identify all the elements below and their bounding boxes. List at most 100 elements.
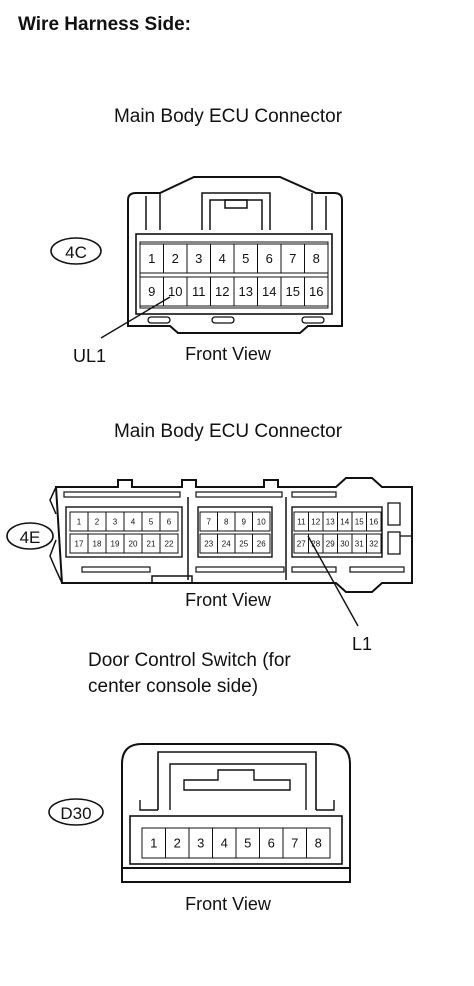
connector-4c-latch-tab xyxy=(224,199,248,209)
connector-4e-housing xyxy=(54,477,413,593)
connector-4c-housing xyxy=(127,176,343,334)
connector-4c-pin-number: 7 xyxy=(289,251,296,266)
connector-d30-pin-number: 3 xyxy=(197,836,204,851)
connector-4e-pin-number: 25 xyxy=(239,539,248,548)
connector-4c-pin-number: 14 xyxy=(262,284,276,299)
connector-4e-pin-number: 1 xyxy=(77,517,82,526)
connector-4e-pin-number: 8 xyxy=(224,517,229,526)
connector-4e-pin-number: 22 xyxy=(165,539,174,548)
connector-4e-pin-number: 10 xyxy=(257,517,266,526)
connector-4e-pin-number: 23 xyxy=(204,539,213,548)
connector-4e-pin-number: 27 xyxy=(297,539,306,548)
connector-4c-pin-number: 5 xyxy=(242,251,249,266)
connector-4e-pin-number: 29 xyxy=(326,539,335,548)
connector-d30-cavity-frame xyxy=(129,815,343,865)
connector-d30-code: D30 xyxy=(60,804,91,823)
connector-4c-cavity-frame xyxy=(135,233,333,315)
connector-4e-pin-number: 12 xyxy=(311,517,320,526)
connector-4e-pin-number: 15 xyxy=(355,517,364,526)
connector-4e-rail xyxy=(63,491,181,498)
connector-4e-pin-cell xyxy=(159,533,179,554)
connector-4e-pin-number: 28 xyxy=(311,539,320,548)
connector-4e-pin-number: 3 xyxy=(113,517,118,526)
connector-4e-pin-cell xyxy=(159,511,179,532)
connector-4e-title: Main Body ECU Connector xyxy=(114,421,343,442)
connector-4c-pin-number: 12 xyxy=(215,284,229,299)
connector-4c-slot xyxy=(301,316,325,324)
connector-4c-pin-number: 13 xyxy=(239,284,253,299)
connector-4e-left-notch xyxy=(49,486,63,584)
connector-4e-pin-number: 14 xyxy=(340,517,349,526)
connector-4c-title: Main Body ECU Connector xyxy=(114,106,343,127)
connector-4e-wire-label: L1 xyxy=(352,634,372,654)
connector-4e-bottom-key xyxy=(151,575,193,583)
connector-d30: Door Control Switch (for center console … xyxy=(48,650,351,914)
connector-d30-pin-number: 8 xyxy=(315,836,322,851)
connector-4c-pin-number: 15 xyxy=(286,284,300,299)
connector-4c-pin-area xyxy=(139,241,329,309)
connector-4e-pin-cell xyxy=(252,533,271,554)
connector-4e-right-latch xyxy=(387,502,401,555)
connector-4c-pin-cell xyxy=(304,243,329,274)
connector-4c-view-label: Front View xyxy=(185,344,272,364)
connector-4e-code: 4E xyxy=(20,528,41,547)
connector-4e-left-frame xyxy=(65,506,183,558)
connector-d30-pin-number: 6 xyxy=(268,836,275,851)
connector-4e-pin-cell xyxy=(366,511,382,532)
connector-4c-pin-number: 2 xyxy=(172,251,179,266)
connector-4c-pin-number: 8 xyxy=(313,251,320,266)
connector-4e-pin-number: 17 xyxy=(75,539,84,548)
connector-d30-pin-number: 5 xyxy=(244,836,251,851)
connector-4e-pin-number: 11 xyxy=(297,517,306,526)
connector-d30-pin-number: 1 xyxy=(150,836,157,851)
connector-d30-code-badge xyxy=(48,798,104,826)
connector-d30-title-line1: Door Control Switch (for xyxy=(88,650,291,671)
connector-d30-pin-number: 2 xyxy=(174,836,181,851)
connector-d30-view-label: Front View xyxy=(185,894,272,914)
connector-4e-pin-cell xyxy=(366,533,382,554)
connector-4c-pin-number: 6 xyxy=(266,251,273,266)
connector-4c-pin-number: 10 xyxy=(168,284,182,299)
connector-4c-latch xyxy=(201,192,271,230)
connector-d30-pin-number: 4 xyxy=(221,836,228,851)
connector-4e-pin-number: 31 xyxy=(355,539,364,548)
connector-d30-pin-number: 7 xyxy=(291,836,298,851)
connector-d30-housing xyxy=(121,743,351,869)
connector-4c-wire-label: UL1 xyxy=(73,346,106,366)
connector-4e-pin-number: 16 xyxy=(369,517,378,526)
connector-4c-pin-cell xyxy=(304,276,329,307)
connector-4c-slot xyxy=(211,316,235,324)
connector-4c-code-badge xyxy=(50,237,102,265)
connector-4e-code-badge xyxy=(6,522,54,550)
connector-4e-pin-number: 18 xyxy=(93,539,102,548)
connector-4e-pin-number: 9 xyxy=(242,517,247,526)
connector-4e-pin-number: 30 xyxy=(340,539,349,548)
connector-4c-pin-number: 9 xyxy=(148,284,155,299)
connector-4e-pin-number: 4 xyxy=(131,517,136,526)
connector-4c-slot xyxy=(147,316,171,324)
connector-4c-pin-number: 1 xyxy=(148,251,155,266)
connector-d30-base xyxy=(121,867,351,883)
connector-4e-pin-number: 20 xyxy=(129,539,138,548)
connector-4e-pin-number: 13 xyxy=(326,517,335,526)
connector-d30-pins: 1 2 3 4 5 6 7 8 xyxy=(141,827,331,859)
connector-4e-rail xyxy=(349,566,405,573)
connector-4e-view-label: Front View xyxy=(185,590,272,610)
connector-4e-rail xyxy=(195,566,285,573)
connector-4c-pin-number: 16 xyxy=(309,284,323,299)
connector-d30-shoulders xyxy=(139,800,335,811)
connector-d30-title-line2: center console side) xyxy=(88,676,258,697)
connector-4c-code: 4C xyxy=(65,243,87,262)
connector-4c-pin-number: 11 xyxy=(192,284,206,299)
connector-4c-pin-number: 4 xyxy=(219,251,226,266)
connector-4c-leader-line xyxy=(100,296,171,339)
connector-4e-pin-number: 24 xyxy=(222,539,231,548)
connector-4e-rail xyxy=(291,491,337,498)
connector-4e-pin-number: 5 xyxy=(149,517,154,526)
connector-d30-inner-frame xyxy=(157,751,317,810)
connector-4e-pin-number: 7 xyxy=(207,517,212,526)
connector-4e-rail xyxy=(291,566,337,573)
